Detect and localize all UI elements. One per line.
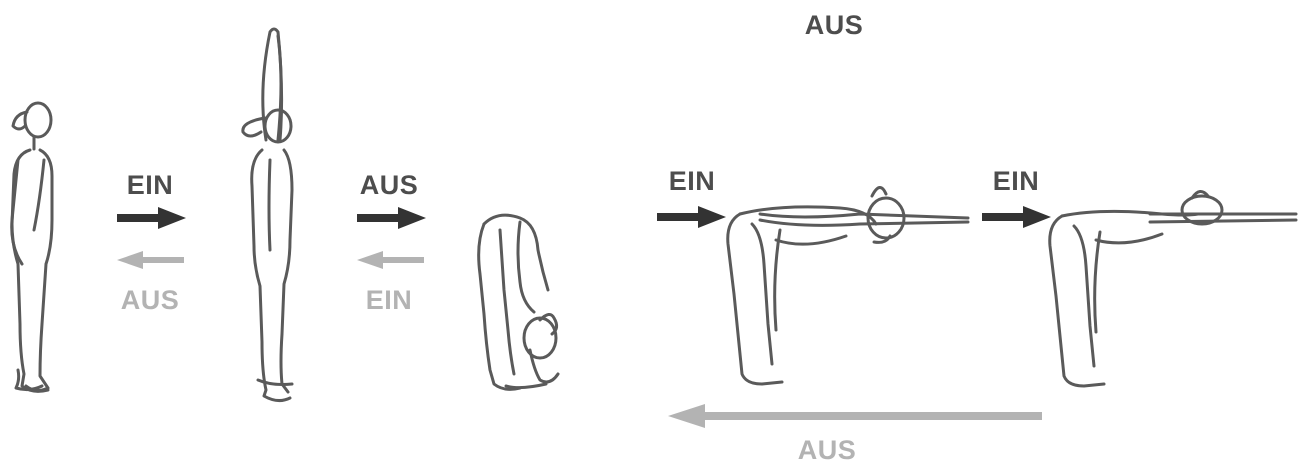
step4-forward-arrow <box>982 206 1051 228</box>
return-back-arrow <box>668 404 1042 428</box>
step1-back-arrow <box>117 251 184 269</box>
figure-half-bend-head-down <box>728 187 968 384</box>
step1-forward-arrow <box>117 207 186 229</box>
figure-standing-arms-raised <box>243 29 292 401</box>
figure-forward-fold <box>479 215 558 389</box>
figure-standing-arms-down <box>12 103 52 391</box>
step3-forward-arrow <box>657 206 726 228</box>
step2-back-arrow <box>357 251 424 269</box>
figure-half-bend-head-level <box>1050 191 1296 386</box>
step2-forward-arrow <box>357 207 426 229</box>
